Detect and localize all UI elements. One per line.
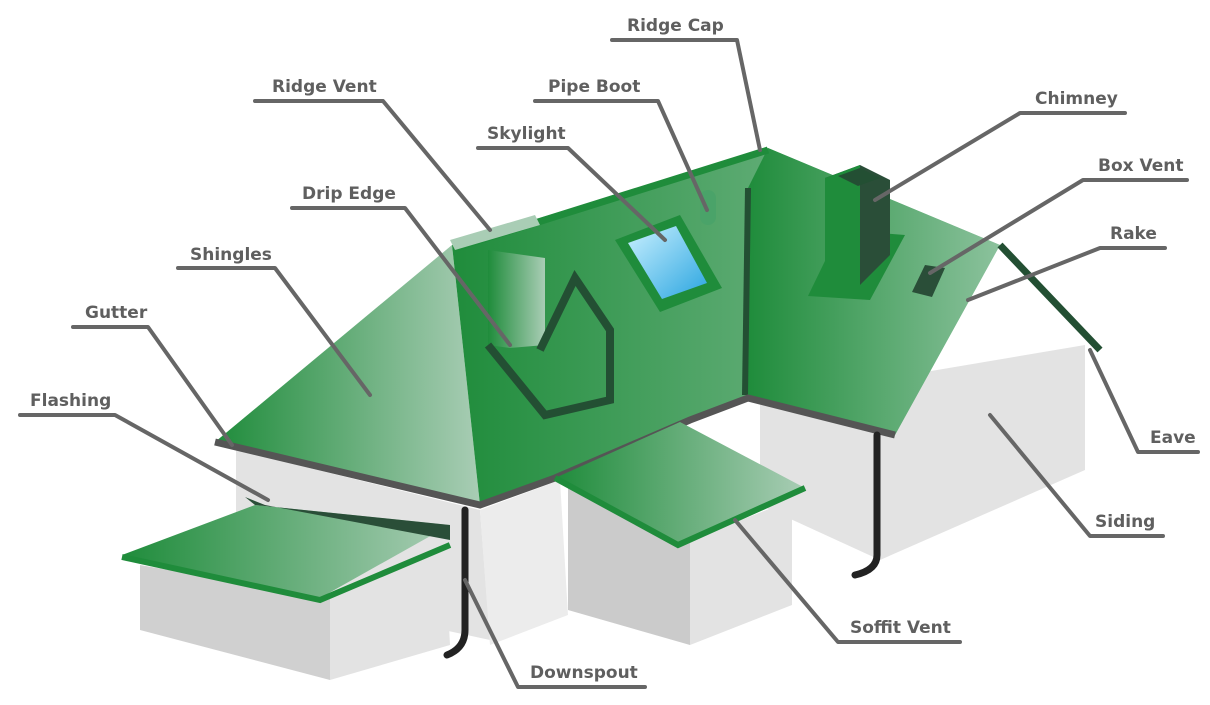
porch-roof <box>121 497 452 604</box>
rake <box>997 242 1103 353</box>
label-flashing: Flashing <box>30 391 111 411</box>
label-drip-edge: Drip Edge <box>302 184 396 204</box>
label-ridge-vent: Ridge Vent <box>272 77 377 97</box>
label-soffit-vent: Soffit Vent <box>850 618 951 638</box>
callout-lines <box>18 38 1200 689</box>
label-eave: Eave <box>1150 428 1196 448</box>
label-pipe-boot: Pipe Boot <box>548 77 640 97</box>
downspout <box>443 431 881 659</box>
skylight <box>615 215 722 312</box>
garage-roof <box>553 422 807 549</box>
chimney <box>808 165 905 300</box>
ridge-vent <box>450 215 540 250</box>
label-shingles: Shingles <box>190 245 272 265</box>
dormer <box>484 250 614 420</box>
label-skylight: Skylight <box>487 124 566 144</box>
label-box-vent: Box Vent <box>1098 156 1184 176</box>
box-vent <box>912 265 945 297</box>
label-rake: Rake <box>1110 224 1157 244</box>
label-siding: Siding <box>1095 512 1155 532</box>
label-downspout: Downspout <box>530 663 638 683</box>
label-ridge-cap: Ridge Cap <box>627 16 724 36</box>
label-gutter: Gutter <box>85 303 148 323</box>
label-chimney: Chimney <box>1035 89 1118 109</box>
